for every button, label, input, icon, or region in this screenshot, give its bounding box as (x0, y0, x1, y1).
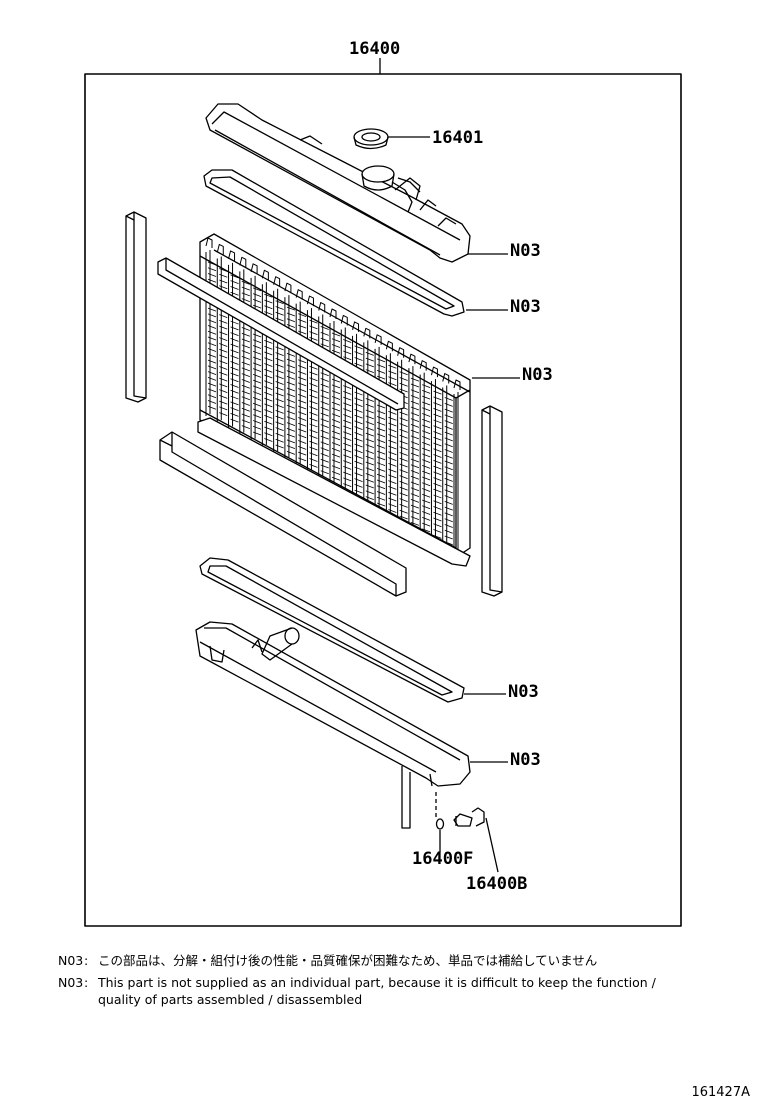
core-header-tooth (352, 321, 360, 332)
core-header-tooth (205, 237, 213, 248)
core-fin-row (207, 313, 453, 453)
cock-leader (485, 817, 499, 873)
outlet-pipe-icon (261, 627, 300, 661)
core-fin-row (207, 330, 453, 471)
core-header-tooth (228, 250, 236, 261)
drain-plug-icon (435, 792, 445, 830)
core-fin-row (207, 336, 453, 476)
core-header-tooth (261, 269, 269, 281)
core-fin-row (207, 394, 453, 534)
n03-label-3: N03 (522, 365, 553, 385)
core-fin-row (207, 400, 453, 540)
core-header-tooth (374, 334, 382, 345)
core-header-tooth (306, 295, 314, 307)
core-fin-row (207, 342, 453, 482)
assembly-part-number: 16400 (349, 39, 400, 59)
core-header-tooth (250, 263, 258, 274)
core-fin-row (207, 382, 453, 523)
lower-tank-icon (195, 621, 471, 787)
note-text-continued: quality of parts assembled / disassemble… (98, 992, 363, 1007)
core-header-tooth (273, 276, 281, 287)
upper-core-seal-icon (157, 257, 405, 411)
core-header-tooth (419, 360, 427, 371)
core-header-tooth (284, 282, 292, 294)
left-side-seal-icon (125, 211, 147, 403)
core-header-tooth (329, 308, 337, 319)
core-header-tooth (239, 256, 247, 268)
upper-tank-icon (205, 103, 471, 263)
core-header-tooth (442, 373, 450, 384)
figure-id: 161427A (691, 1085, 750, 1100)
assembly-frame (84, 73, 682, 927)
core-fin-row (207, 377, 453, 517)
core-header-tooth (430, 366, 438, 378)
core-header-tooth (385, 340, 393, 352)
core-header-tooth (408, 353, 416, 365)
n03-label-2: N03 (510, 297, 541, 317)
right-side-seal-icon (481, 405, 503, 597)
lower-foam-seal-icon (159, 431, 407, 597)
core-fin-row (207, 267, 453, 407)
core-fin-row (207, 325, 453, 465)
core-header-tooth (340, 314, 348, 326)
drain-bracket-icon (401, 766, 411, 829)
core-fin-row (207, 405, 453, 546)
core-fin-row (207, 307, 453, 448)
radiator-core-icon (199, 233, 471, 557)
core-fin-row (207, 278, 453, 419)
core-header-tooth (363, 327, 371, 339)
n03-label-5: N03 (510, 750, 541, 770)
core-fin-row (207, 273, 453, 413)
core-fin-row (207, 353, 453, 494)
core-header-tooth (397, 347, 405, 358)
note-text: この部品は、分解・組付け後の性能・品質確保が困難なため、単品では補給していません (98, 953, 598, 968)
note-separator: : (84, 953, 89, 968)
upper-gasket-icon (203, 169, 465, 317)
note-key: N03 (58, 975, 84, 990)
n03-label-4: N03 (508, 682, 539, 702)
core-fin-row (207, 388, 453, 528)
note-japanese: N03: この部品は、分解・組付け後の性能・品質確保が困難なため、単品では補給して… (58, 952, 597, 969)
core-fin-row (207, 359, 453, 499)
core-header-tooth (295, 289, 303, 300)
note-text: This part is not supplied as an individu… (98, 975, 656, 990)
core-fin-row (207, 319, 453, 459)
note-separator: : (84, 975, 89, 990)
core-fin-row (207, 348, 453, 488)
lower-gasket-icon (199, 557, 465, 703)
core-fin-row (207, 371, 453, 511)
core-bottom-header-icon (197, 417, 471, 567)
core-header-tooth (318, 302, 326, 313)
filler-neck-icon (361, 165, 421, 213)
core-fin-row (207, 365, 453, 505)
radiator-cap-icon (353, 128, 389, 150)
note-english: N03: This part is not supplied as an indi… (58, 974, 656, 1008)
cap-part-number: 16401 (432, 128, 483, 148)
note-key: N03 (58, 953, 84, 968)
core-fin-row (207, 261, 453, 401)
drain-cock-icon (453, 807, 485, 827)
core-header-tooth (453, 379, 461, 390)
plug-part-number: 16400F (412, 849, 473, 869)
cock-part-number: 16400B (466, 874, 527, 894)
core-header-tooth (216, 243, 224, 255)
n03-label-1: N03 (510, 241, 541, 261)
